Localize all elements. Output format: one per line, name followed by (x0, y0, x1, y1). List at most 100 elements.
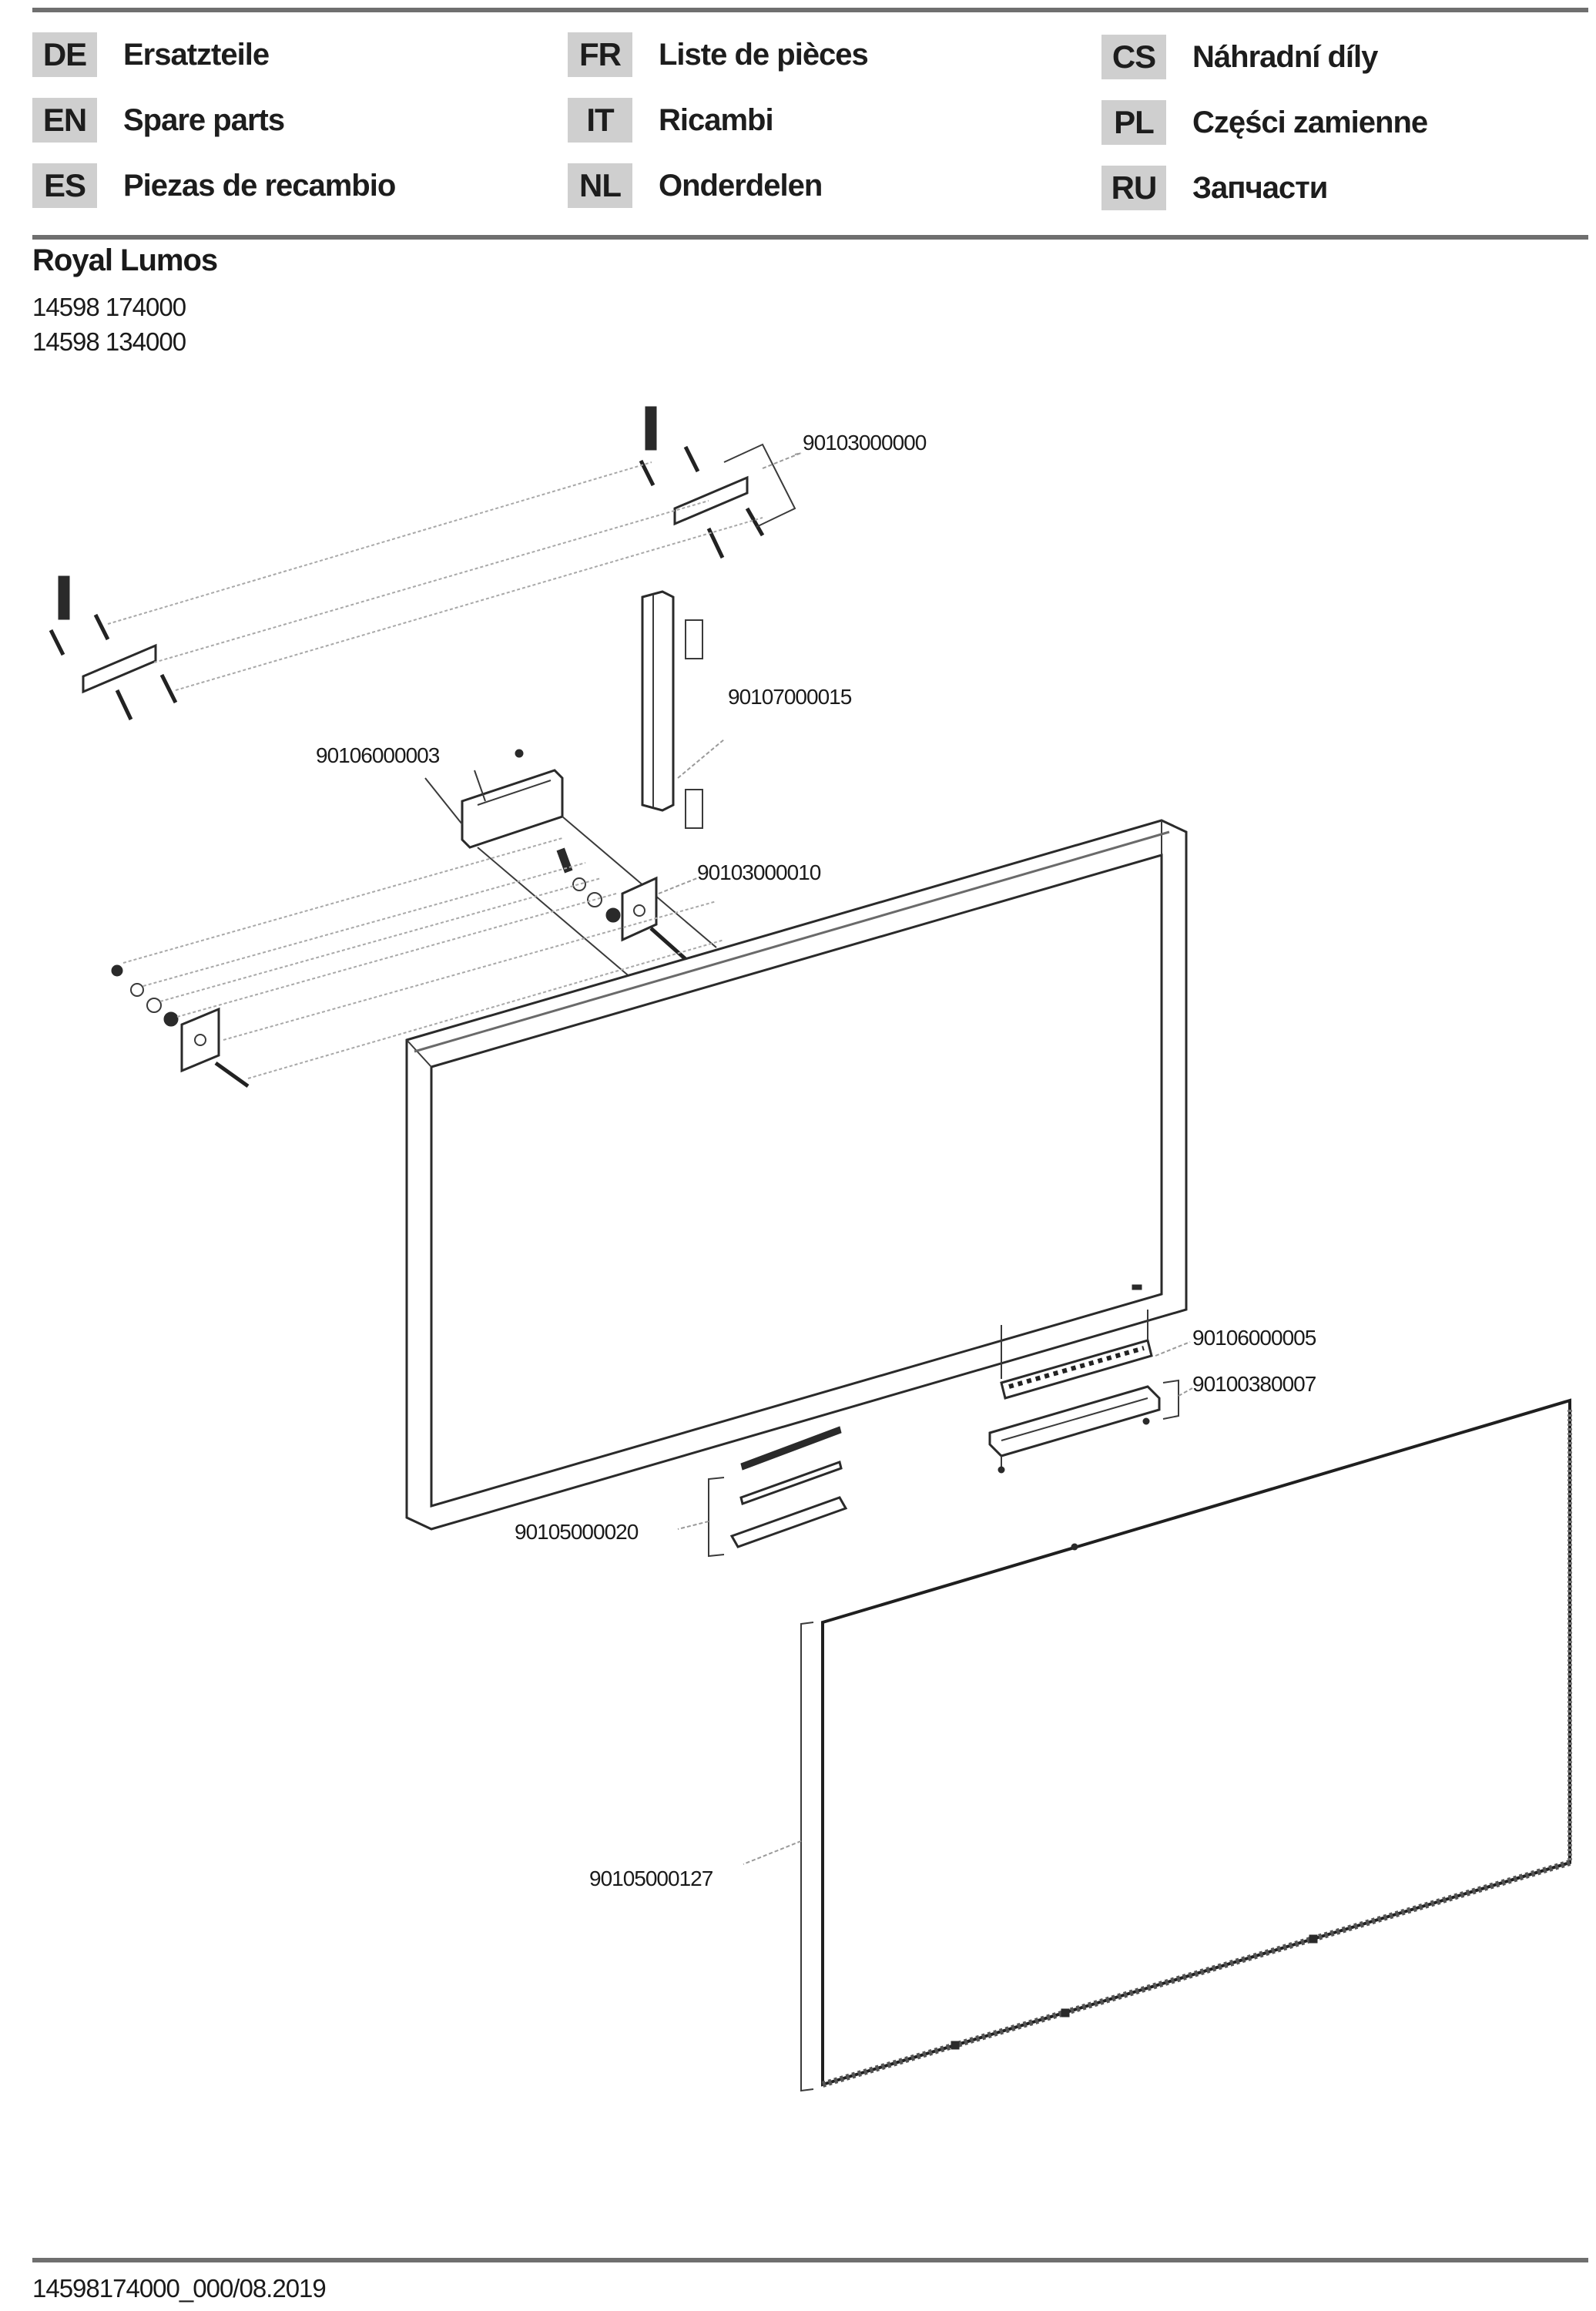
lang-code-badge: RU (1101, 166, 1166, 210)
assembly-axis (477, 847, 632, 979)
washer-icon (587, 892, 602, 907)
part-number-label: 90107000015 (728, 685, 852, 709)
lang-label: Ricambi (659, 102, 774, 137)
spacer-icon (1309, 1934, 1318, 1944)
lang-row-it: IT Ricambi (568, 98, 774, 143)
lang-label: Liste de pièces (659, 37, 869, 72)
sensor-icon (1132, 1284, 1142, 1290)
mirror-frame (405, 819, 1188, 1531)
document-id: 14598174000_000/08.2019 (32, 2274, 327, 2303)
lang-label: Onderdelen (659, 168, 823, 203)
screw-icon (214, 1061, 250, 1088)
leader-line (677, 739, 725, 779)
top-rule (32, 8, 1588, 12)
mounting-plate-icon (621, 876, 658, 942)
lang-row-ru: RU Запчасти (1101, 166, 1328, 210)
nut-icon (163, 1011, 179, 1027)
assembly-axis (223, 901, 717, 1041)
assembly-axis (159, 877, 602, 1002)
driver-box (424, 749, 717, 979)
part-number-label: 90106000005 (1192, 1326, 1316, 1350)
bracket-right (639, 406, 796, 559)
lang-code-badge: EN (32, 98, 97, 143)
nut-icon (605, 907, 621, 923)
leader-line (677, 1521, 709, 1530)
switch-holder (988, 1379, 1193, 1474)
washer-icon (572, 877, 586, 891)
screw-icon (556, 847, 573, 874)
leader-line (762, 452, 802, 469)
assembly-axis (176, 893, 617, 1018)
bracket-left (49, 575, 178, 721)
part-number-label: 90103000000 (803, 431, 927, 454)
article-number: 14598 174000 (32, 293, 186, 321)
lang-row-cs: CS Náhradní díly (1101, 35, 1378, 79)
lang-label: Náhradní díly (1192, 39, 1378, 74)
lang-label: Запчасти (1192, 170, 1328, 205)
holder-edge (1001, 1397, 1148, 1441)
led-profile-icon (729, 1496, 848, 1548)
part-number-label: 90106000003 (316, 743, 440, 767)
screw-icon (649, 927, 687, 961)
dowel-icon (645, 406, 657, 451)
wall-bracket-set (49, 406, 802, 721)
part-number-label: 90105000020 (515, 1520, 639, 1544)
screw-icon (683, 445, 700, 473)
header-bottom-rule (32, 235, 1588, 240)
lang-code-badge: IT (568, 98, 632, 143)
lang-label: Ersatzteile (123, 37, 270, 72)
assembly-axis (142, 862, 586, 987)
article-number: 14598 134000 (32, 327, 186, 356)
callout-bracket (723, 443, 796, 528)
led-tape-icon (739, 1461, 843, 1505)
callout-bracket (708, 1477, 725, 1558)
lang-row-de: DE Ersatzteile (32, 32, 270, 77)
lang-row-fr: FR Liste de pièces (568, 32, 869, 77)
mirror-glass-icon (821, 1398, 1571, 2087)
washer-icon (130, 983, 144, 997)
product-name: Royal Lumos (32, 243, 218, 277)
assembly-axis (424, 777, 463, 825)
lang-label: Części zamienne (1192, 105, 1428, 139)
screw-icon (159, 673, 178, 704)
assembly-axis (122, 837, 563, 964)
footer-rule (32, 2258, 1588, 2262)
box-edge (477, 780, 552, 806)
lang-label: Spare parts (123, 102, 285, 137)
glass-edge-tape (821, 1860, 1571, 2088)
screw-icon (49, 629, 65, 656)
bracket-icon (82, 643, 157, 694)
lang-row-es: ES Piezas de recambio (32, 163, 396, 208)
assembly-axis (247, 939, 725, 1079)
callout-bracket (800, 1622, 814, 2092)
assembly-axis (562, 816, 717, 948)
assembly-axis (107, 461, 652, 625)
led-strip-set (677, 1426, 848, 1558)
lang-code-badge: DE (32, 32, 97, 77)
lang-row-en: EN Spare parts (32, 98, 285, 143)
switch-holder-icon (988, 1385, 1161, 1457)
leader-line (1155, 1341, 1191, 1357)
adhesive-pad-icon (685, 789, 703, 829)
adhesive-pad-icon (685, 619, 703, 659)
mirror-glass (743, 1398, 1572, 2092)
part-number-label: 90100380007 (1192, 1372, 1316, 1396)
callout-bracket (1162, 1379, 1179, 1420)
spacer-icon (1061, 2008, 1070, 2018)
screw-icon (1142, 1417, 1150, 1425)
screw-icon (93, 613, 110, 641)
screw-icon (111, 964, 123, 977)
frame-bevel (414, 830, 1170, 1053)
screw-icon (998, 1466, 1005, 1474)
screw-icon (115, 689, 133, 721)
leader-line (658, 877, 698, 894)
led-strip-icon (740, 1426, 842, 1471)
leader-line (1178, 1387, 1193, 1397)
screw-icon (745, 507, 765, 537)
lang-row-pl: PL Części zamienne (1101, 100, 1428, 145)
spacer-icon (1071, 1543, 1078, 1551)
lang-code-badge: ES (32, 163, 97, 208)
lang-label: Piezas de recambio (123, 168, 396, 203)
lang-code-badge: CS (1101, 35, 1166, 79)
